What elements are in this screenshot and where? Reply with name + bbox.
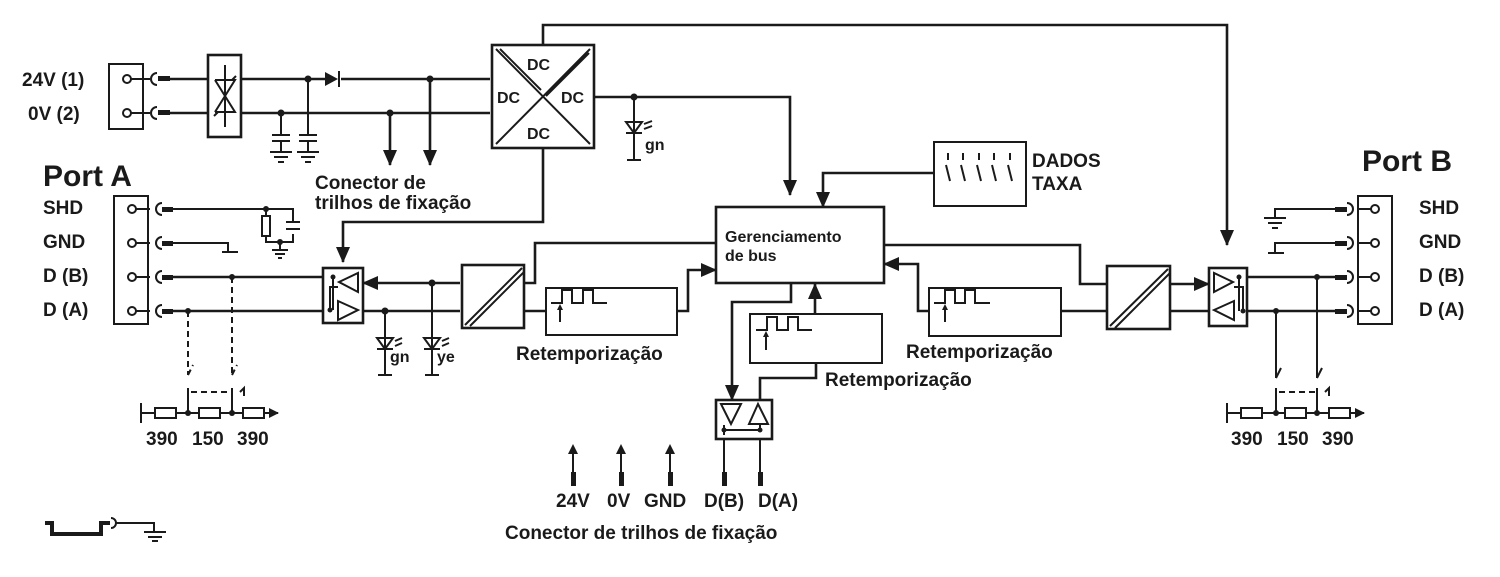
filter-capacitors <box>270 79 319 163</box>
port-b-pin-shd: SHD <box>1419 198 1459 219</box>
port-a-isolator <box>460 263 526 330</box>
retiming-center-label: Retemporização <box>825 370 972 391</box>
rail-connector-label-top-2: trilhos de fixação <box>315 193 471 214</box>
svg-text:de bus: de bus <box>725 248 777 265</box>
bottom-rail-connector: 24V 0V GND D(B) D(A) Conector de trilhos… <box>505 444 798 544</box>
svg-text:390: 390 <box>1322 429 1354 450</box>
rail-pin-da: D(A) <box>758 491 798 512</box>
svg-text:DC: DC <box>527 57 551 74</box>
rail-pin-db: D(B) <box>704 491 744 512</box>
port-b-pin-db: D (B) <box>1419 266 1464 287</box>
rail-connector-label-top-1: Conector de <box>315 173 426 194</box>
port-b-transceiver <box>1207 266 1249 328</box>
dc-dc-converter: DC DC DC DC <box>490 43 596 150</box>
terminal-24v-label: 24V (1) <box>22 70 84 91</box>
port-b-title: Port B <box>1362 145 1452 178</box>
rail-connector-title: Conector de trilhos de fixação <box>505 523 777 544</box>
retiming-left-label: Retemporização <box>516 344 663 365</box>
dip-label-dados: DADOS <box>1032 151 1101 172</box>
diode-icon <box>325 71 340 87</box>
svg-text:gn: gn <box>645 137 665 154</box>
power-input-terminal: 24V (1) 0V (2) <box>22 63 170 130</box>
port-a-pin-gnd: GND <box>43 232 85 253</box>
retiming-right-block <box>928 287 1062 337</box>
port-a-pin-da: D (A) <box>43 300 88 321</box>
rail-bus-transceiver <box>714 398 774 441</box>
svg-text:Gerenciamento: Gerenciamento <box>725 229 842 246</box>
bus-manager: Gerenciamento de bus <box>714 205 886 285</box>
port-a-terminal: SHD GND D (B) D (A) <box>43 195 173 325</box>
terminal-24v-pin <box>122 74 132 84</box>
dip-label-taxa: TAXA <box>1032 174 1083 195</box>
retiming-center-block <box>749 313 883 364</box>
din-rail-ground-icon <box>45 517 166 542</box>
port-b-termination-switch: 390 150 390 <box>1226 277 1364 450</box>
port-b-pin-gnd: GND <box>1419 232 1461 253</box>
rail-pin-0v: 0V <box>607 491 631 512</box>
power-terminal-block <box>108 63 144 130</box>
retiming-left-block <box>545 287 678 336</box>
port-a-termination-switch: 390 150 390 <box>140 277 278 450</box>
svg-text:ye: ye <box>437 349 455 366</box>
svg-text:390: 390 <box>1231 429 1263 450</box>
svg-text:DC: DC <box>561 90 585 107</box>
retiming-right-label: Retemporização <box>906 342 1053 363</box>
terminal-0v-label: 0V (2) <box>28 104 80 125</box>
svg-text:gn: gn <box>390 349 410 366</box>
svg-text:150: 150 <box>1277 429 1309 450</box>
power-led-gn: gn <box>624 97 665 161</box>
port-a-leds: gn ye <box>375 283 455 376</box>
rail-pin-24v: 24V <box>556 491 590 512</box>
svg-text:390: 390 <box>146 429 178 450</box>
port-a-pin-shd: SHD <box>43 198 83 219</box>
port-b-terminal: SHD GND D (B) D (A) <box>1335 195 1464 325</box>
port-a-transceiver <box>321 266 365 325</box>
port-a-title: Port A <box>43 160 132 193</box>
port-b-pin-da: D (A) <box>1419 300 1464 321</box>
dip-switch-data-rate: DADOS TAXA <box>933 141 1101 207</box>
svg-text:150: 150 <box>192 429 224 450</box>
surge-protection <box>206 53 243 139</box>
terminal-0v-pin <box>122 108 132 118</box>
rail-pin-gnd: GND <box>644 491 686 512</box>
svg-text:390: 390 <box>237 429 269 450</box>
svg-text:DC: DC <box>527 126 551 143</box>
svg-text:DC: DC <box>497 90 521 107</box>
port-a-pin-db: D (B) <box>43 266 88 287</box>
port-b-isolator <box>1105 264 1172 331</box>
